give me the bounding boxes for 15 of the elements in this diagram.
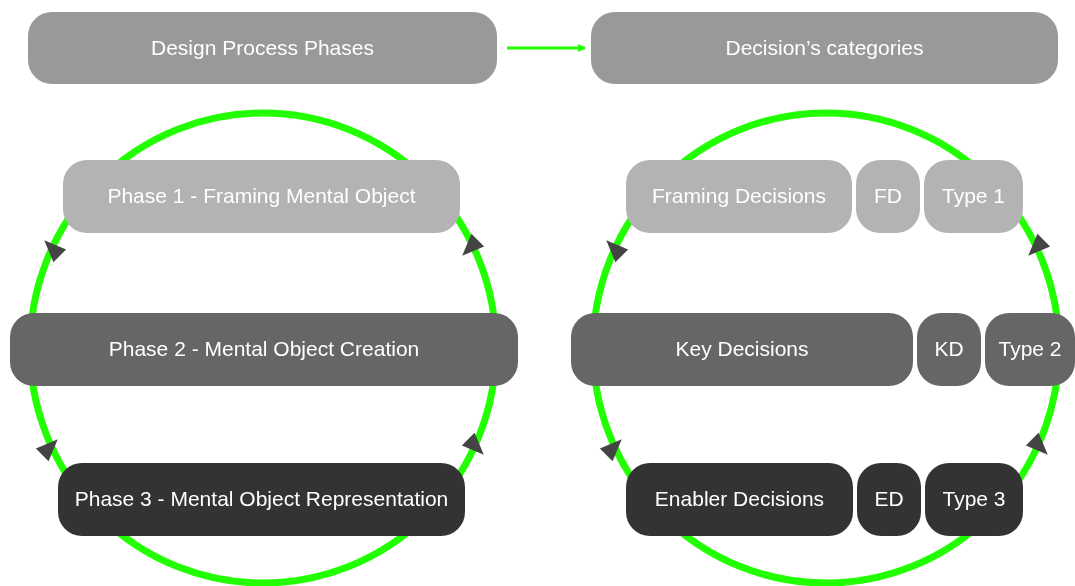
title-box: Decision’s categories — [591, 12, 1058, 84]
type-box: Type 2 — [985, 313, 1075, 386]
abbreviation-box: KD — [917, 313, 981, 386]
abbreviation-box: FD — [856, 160, 920, 233]
title-box: Design Process Phases — [28, 12, 497, 84]
abbreviation-box: ED — [857, 463, 921, 536]
decision-box: Enabler Decisions — [626, 463, 853, 536]
decision-box: Framing Decisions — [626, 160, 852, 233]
arrow — [507, 44, 586, 52]
decision-box: Key Decisions — [571, 313, 913, 386]
phase-box: Phase 2 - Mental Object Creation — [10, 313, 518, 386]
phase-box: Phase 1 - Framing Mental Object — [63, 160, 460, 233]
type-box: Type 3 — [925, 463, 1023, 536]
type-box: Type 1 — [924, 160, 1023, 233]
phase-box: Phase 3 - Mental Object Representation — [58, 463, 465, 536]
